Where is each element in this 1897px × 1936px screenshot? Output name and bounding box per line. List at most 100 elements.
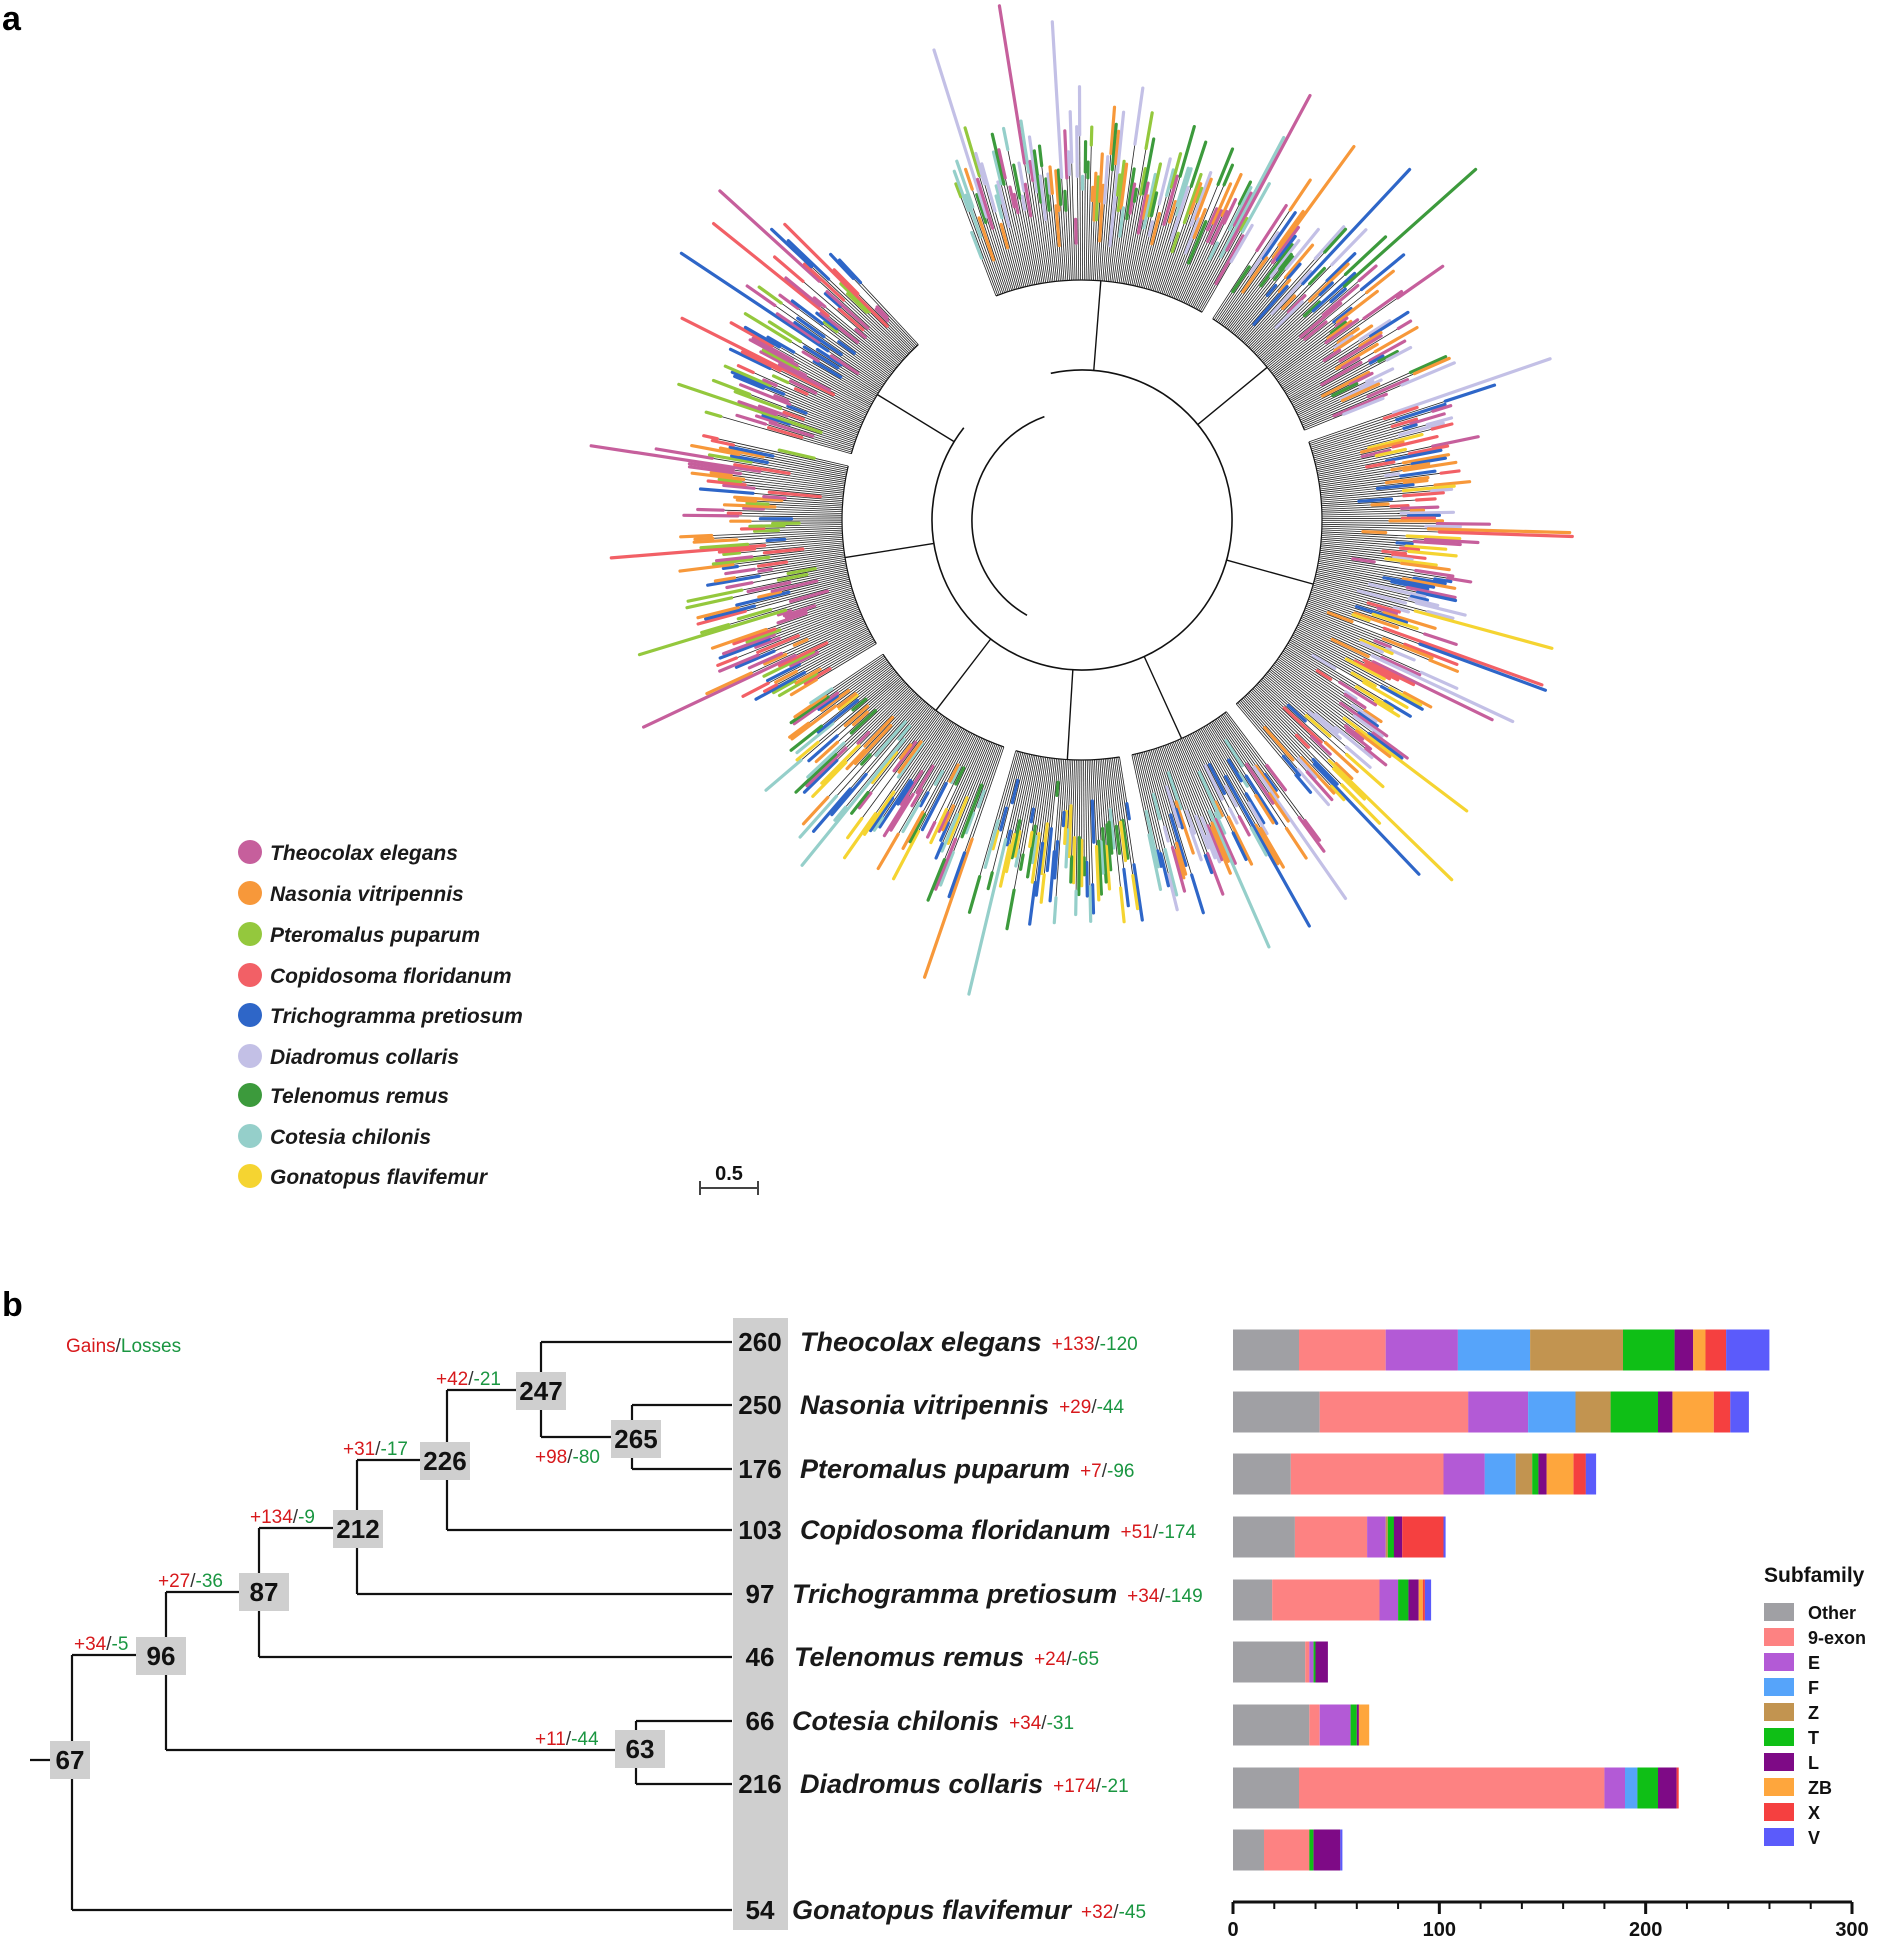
gain-loss-slash: /	[1153, 1522, 1159, 1543]
node-gene-count: 247	[519, 1376, 562, 1406]
legend-swatch	[238, 1044, 262, 1068]
bar-segment	[1393, 1516, 1403, 1558]
species-gene-count: 250	[738, 1390, 781, 1420]
bar-segment	[1532, 1453, 1539, 1495]
legend-title: Subfamily	[1764, 1564, 1865, 1587]
legend-entry: Nasonia vitripennis	[238, 881, 464, 906]
ancestral-node: 67	[50, 1741, 90, 1779]
bar-segment	[1424, 1579, 1432, 1621]
legend-label: Copidosoma floridanum	[270, 965, 512, 988]
loss-value: -44	[1097, 1397, 1125, 1418]
bar-segment	[1674, 1329, 1694, 1371]
bar-segment	[1340, 1829, 1343, 1871]
legend-label: Diadromus collaris	[270, 1046, 459, 1069]
legend-entry: Gonatopus flavifemur	[238, 1164, 489, 1189]
gain-loss-slash: /	[1066, 1649, 1072, 1670]
bar-segment	[1573, 1453, 1586, 1495]
legend-label: Z	[1808, 1703, 1819, 1723]
gain-value: +34	[1127, 1586, 1160, 1607]
scale-bar: 0.5	[699, 1163, 759, 1195]
legend-label: F	[1808, 1678, 1819, 1698]
gain-value: +32	[1081, 1902, 1113, 1923]
bar-segment	[1443, 1453, 1485, 1495]
species-name: Trichogramma pretiosum	[792, 1579, 1117, 1609]
species-gain-loss: +34/-149	[1127, 1586, 1203, 1607]
ancestral-node: 226	[420, 1442, 470, 1480]
legend-swatch	[1764, 1728, 1794, 1746]
gain-loss-slash: /	[375, 1439, 381, 1460]
legend-label: Nasonia vitripennis	[270, 883, 464, 906]
bar-segment	[1625, 1767, 1638, 1809]
species-gain-loss: +29/-44	[1059, 1397, 1124, 1418]
species-gene-count: 176	[738, 1454, 781, 1484]
bar-segment	[1315, 1641, 1328, 1683]
gain-value: +51	[1121, 1522, 1153, 1543]
species-name: Theocolax elegans	[800, 1327, 1042, 1357]
species-gain-loss: +32/-45	[1081, 1902, 1146, 1923]
bar-segment	[1515, 1453, 1533, 1495]
legend-entry: T	[1764, 1728, 1819, 1748]
bar-segment	[1585, 1453, 1597, 1495]
legend-label: T	[1808, 1728, 1819, 1748]
species-name: Cotesia chilonis	[792, 1706, 999, 1736]
legend-swatch	[238, 1124, 262, 1148]
node-gene-count: 67	[56, 1745, 85, 1775]
gain-loss-slash: /	[1094, 1334, 1100, 1355]
bar-segment	[1233, 1704, 1310, 1746]
species-gene-count: 216	[738, 1769, 781, 1799]
species-gain-loss: +51/-174	[1121, 1522, 1197, 1543]
bar-segment	[1233, 1516, 1295, 1558]
node-gain-loss: +31/-17	[343, 1439, 408, 1460]
gain-value: +24	[1034, 1649, 1067, 1670]
legend-label: 9-exon	[1808, 1628, 1866, 1648]
legend-entry: Pteromalus puparum	[238, 922, 480, 947]
legend-entry: Z	[1764, 1703, 1819, 1723]
legend-entry: Other	[1764, 1603, 1856, 1623]
legend-entry: X	[1764, 1803, 1820, 1823]
legend-swatch	[238, 922, 262, 946]
legend-label: ZB	[1808, 1778, 1832, 1798]
legend-swatch	[1764, 1703, 1794, 1721]
x-tick-label: 0	[1227, 1919, 1238, 1936]
gain-value: +34	[1009, 1713, 1042, 1734]
gain-value: +98	[535, 1447, 567, 1468]
loss-value: -96	[1107, 1461, 1134, 1482]
legend-entry: Telenomus remus	[238, 1083, 449, 1108]
species-gain-loss: +7/-96	[1080, 1461, 1134, 1482]
legend-label: Trichogramma pretiosum	[270, 1005, 523, 1028]
bar-segment	[1623, 1329, 1675, 1371]
bar-segment	[1422, 1579, 1425, 1621]
gain-value: +7	[1080, 1461, 1102, 1482]
bar-segment	[1672, 1391, 1714, 1433]
node-gene-count: 226	[423, 1446, 466, 1476]
node-gene-count: 63	[626, 1734, 655, 1764]
gain-value: +29	[1059, 1397, 1091, 1418]
key-slash: /	[116, 1336, 122, 1357]
node-gain-loss: +34/-5	[74, 1634, 128, 1655]
bar-segment	[1290, 1453, 1444, 1495]
node-gain-loss: +27/-36	[158, 1571, 223, 1592]
species-gain-loss: +174/-21	[1053, 1776, 1129, 1797]
x-tick-label: 100	[1423, 1919, 1456, 1936]
species-name: Pteromalus puparum	[800, 1454, 1070, 1484]
species-gain-loss: +34/-31	[1009, 1713, 1074, 1734]
gain-value: +174	[1053, 1776, 1096, 1797]
legend-label: Telenomus remus	[270, 1085, 449, 1108]
bar-segment	[1726, 1329, 1770, 1371]
bar-segment	[1457, 1329, 1531, 1371]
species-gain-loss: +24/-65	[1034, 1649, 1099, 1670]
species-name: Telenomus remus	[794, 1642, 1024, 1672]
bar-segment	[1610, 1391, 1659, 1433]
scale-bar-label: 0.5	[715, 1163, 743, 1185]
bar-segment	[1730, 1391, 1749, 1433]
legend-label: E	[1808, 1653, 1820, 1673]
gain-value: +31	[343, 1439, 375, 1460]
legend-label: Pteromalus puparum	[270, 924, 480, 947]
node-gene-count: 212	[336, 1514, 379, 1544]
circular-phylogenetic-tree	[589, 4, 1574, 996]
species-gene-count: 103	[738, 1515, 781, 1545]
gain-loss-slash: /	[1096, 1776, 1102, 1797]
bar-segment	[1309, 1641, 1314, 1683]
